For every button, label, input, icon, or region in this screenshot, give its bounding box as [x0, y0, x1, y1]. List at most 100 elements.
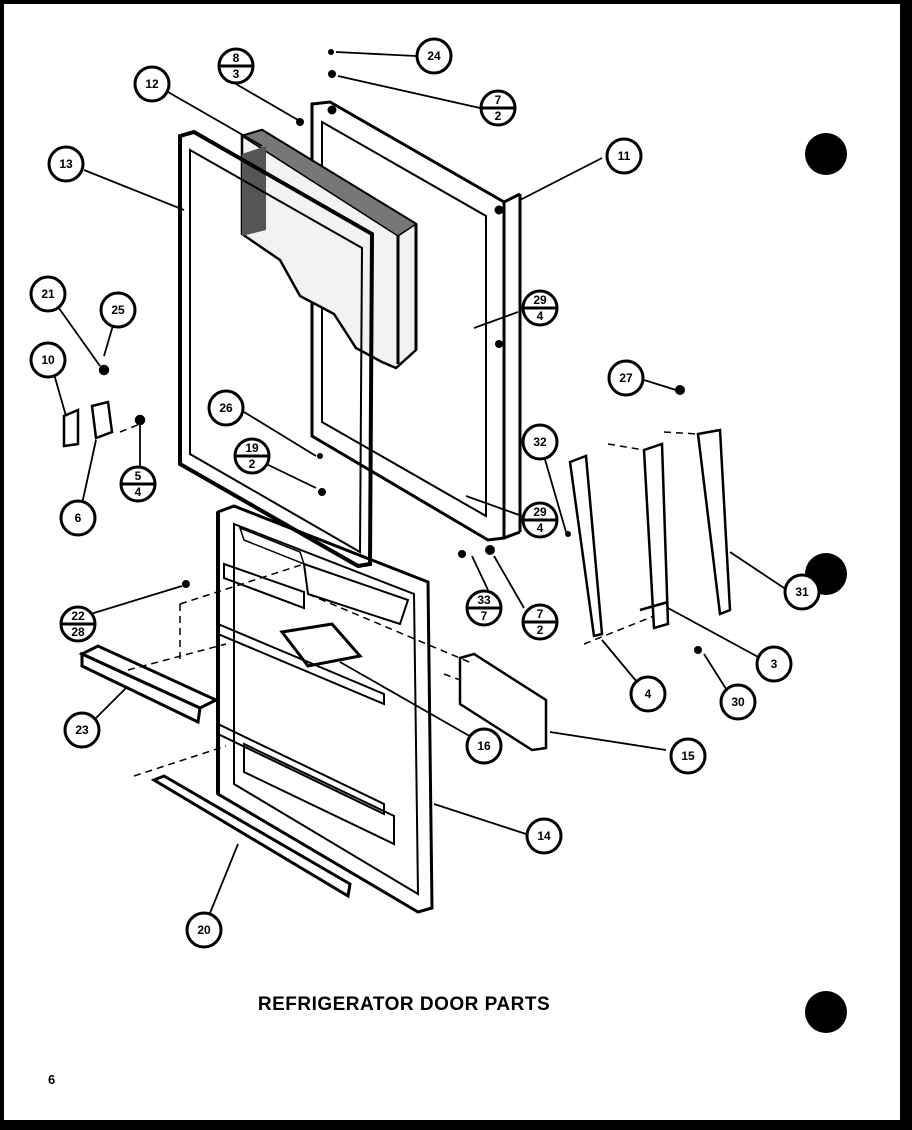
callout-circle	[59, 499, 97, 537]
callout-c31: 31	[783, 573, 821, 611]
callout-number: 27	[619, 371, 633, 385]
callout-c8-3: 83	[217, 47, 255, 85]
callout-number: 22	[71, 609, 85, 623]
binder-hole-bottom	[805, 991, 847, 1033]
callout-number: 23	[75, 723, 89, 737]
callout-c19-2: 192	[233, 437, 271, 475]
callout-number: 4	[645, 687, 652, 701]
callout-circle	[207, 389, 245, 427]
callout-quantity: 7	[481, 609, 488, 623]
shelf-bracket	[458, 652, 548, 752]
callout-quantity: 4	[537, 521, 544, 535]
callout-circle	[755, 645, 793, 683]
callout-circle	[607, 359, 645, 397]
callout-circle	[415, 37, 453, 75]
callout-c23: 23	[63, 711, 101, 749]
callout-c32: 32	[521, 423, 559, 461]
callout-number: 10	[41, 353, 55, 367]
callout-number: 5	[135, 469, 142, 483]
callout-number: 30	[731, 695, 745, 709]
callout-number: 14	[537, 829, 551, 843]
callout-c26: 26	[207, 389, 245, 427]
callout-c13: 13	[47, 145, 85, 183]
insulation-block	[240, 128, 418, 370]
bottom-trim-strip	[150, 774, 352, 899]
dairy-bin	[78, 644, 220, 725]
callout-number: 12	[145, 77, 159, 91]
callout-c7-2-top: 72	[479, 89, 517, 127]
callout-number: 24	[427, 49, 441, 63]
callout-circle	[63, 711, 101, 749]
callout-number: 26	[219, 401, 233, 415]
callout-number: 31	[795, 585, 809, 599]
callout-circle	[525, 817, 563, 855]
callout-c29-4-bot: 294	[521, 501, 559, 539]
callout-c5-4: 54	[119, 465, 157, 503]
callout-number: 29	[533, 505, 547, 519]
page-number: 6	[48, 1072, 56, 1087]
handle-stop	[62, 364, 146, 448]
inner-door-liner	[216, 504, 434, 914]
callout-number: 29	[533, 293, 547, 307]
callout-circle	[29, 341, 67, 379]
hinge-plates	[568, 428, 732, 638]
callout-circle	[719, 683, 757, 721]
callout-number: 3	[771, 657, 778, 671]
callout-c14: 14	[525, 817, 563, 855]
callout-c11: 11	[605, 137, 643, 175]
callout-circle	[783, 573, 821, 611]
callout-quantity: 4	[537, 309, 544, 323]
callout-number: 13	[59, 157, 73, 171]
callout-quantity: 4	[135, 485, 142, 499]
callout-number: 7	[537, 607, 544, 621]
callout-c3: 3	[755, 645, 793, 683]
callout-quantity: 28	[71, 625, 85, 639]
diagram-title: REFRIGERATOR DOOR PARTS	[257, 994, 551, 1015]
callout-c12: 12	[133, 65, 171, 103]
callout-c24: 24	[415, 37, 453, 75]
callout-c10: 10	[29, 341, 67, 379]
callout-number: 6	[75, 511, 82, 525]
callout-c27: 27	[607, 359, 645, 397]
callout-number: 32	[533, 435, 547, 449]
callout-circle	[669, 737, 707, 775]
callout-quantity: 2	[495, 109, 502, 123]
callout-c29-4-top: 294	[521, 289, 559, 327]
callout-circle	[605, 137, 643, 175]
binder-hole-top	[805, 133, 847, 175]
callout-c20: 20	[185, 911, 223, 949]
callout-number: 33	[477, 593, 491, 607]
alignment-dashes	[119, 423, 699, 777]
callout-circle	[99, 291, 137, 329]
callout-number: 7	[495, 93, 502, 107]
callout-number: 25	[111, 303, 125, 317]
callout-number: 15	[681, 749, 695, 763]
exploded-parts-drawing: 2483721213112125102942726325419262943122…	[29, 37, 847, 1033]
callout-number: 21	[41, 287, 55, 301]
callout-c30: 30	[719, 683, 757, 721]
callout-number: 19	[245, 441, 259, 455]
callout-c33-7: 337	[465, 589, 503, 627]
callout-number: 20	[197, 923, 211, 937]
callout-circle	[521, 423, 559, 461]
leader-lines	[53, 51, 791, 919]
outer-door-panel	[310, 100, 522, 542]
fasteners	[182, 49, 702, 654]
callout-circle	[629, 675, 667, 713]
callout-c7-2-bot: 72	[521, 603, 559, 641]
callout-circle	[29, 275, 67, 313]
callout-c16: 16	[465, 727, 503, 765]
door-gasket	[178, 129, 375, 569]
callout-c25: 25	[99, 291, 137, 329]
callout-c21: 21	[29, 275, 67, 313]
callout-number: 8	[233, 51, 240, 65]
callout-number: 16	[477, 739, 491, 753]
callout-c15: 15	[669, 737, 707, 775]
callout-quantity: 2	[249, 457, 256, 471]
callout-circle	[185, 911, 223, 949]
callout-c4: 4	[629, 675, 667, 713]
